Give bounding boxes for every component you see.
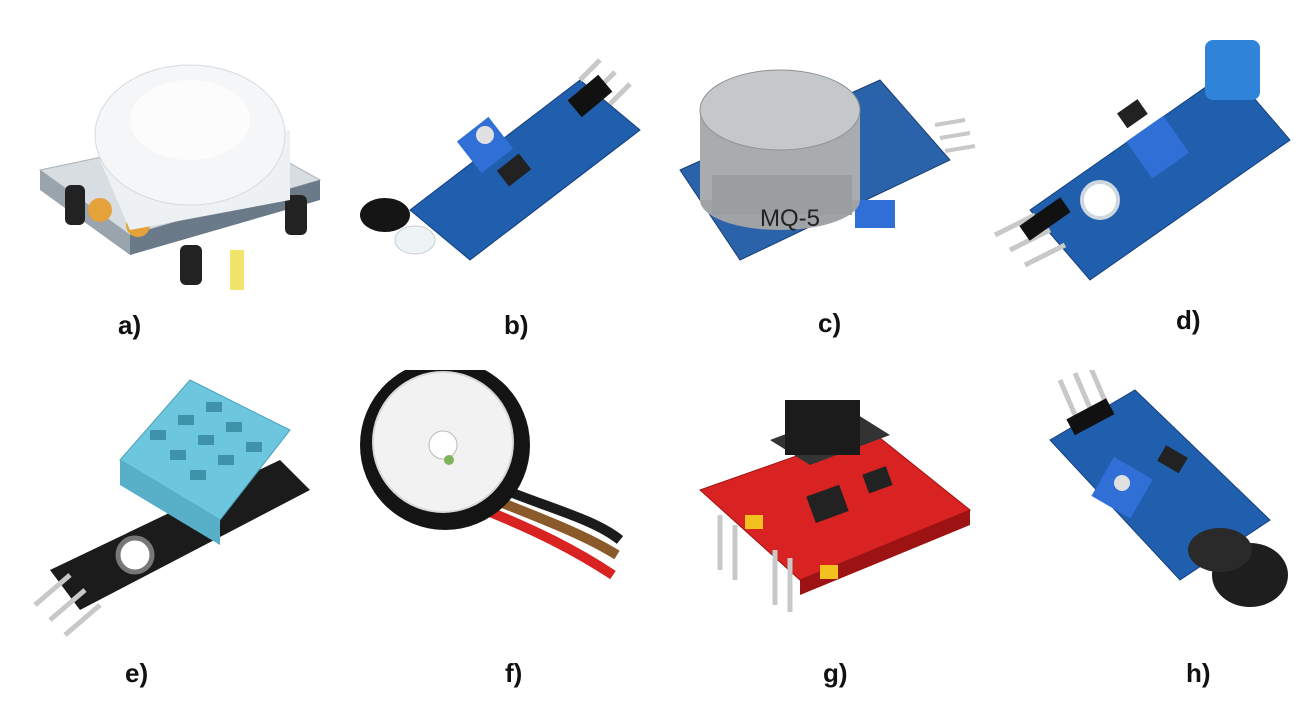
panel-a: a) bbox=[20, 20, 322, 360]
panel-h: h) bbox=[1040, 370, 1315, 710]
flame-sensor-image bbox=[360, 58, 641, 261]
panel-label-h: h) bbox=[1186, 658, 1211, 688]
mq5-sensor-image: MQ-5 bbox=[679, 69, 976, 261]
pir-sensor-image bbox=[38, 64, 322, 290]
vibration-sensor-image bbox=[993, 40, 1291, 281]
panel-label-a: a) bbox=[118, 310, 142, 340]
panel-label-d: d) bbox=[1176, 305, 1201, 335]
panel-label-g: g) bbox=[823, 658, 848, 688]
panel-label-c: c) bbox=[818, 308, 842, 338]
muscle-sensor-image bbox=[699, 400, 971, 612]
mq5-marking: MQ-5 bbox=[760, 205, 820, 232]
panel-c: MQ-5 c) bbox=[670, 50, 976, 390]
pulse-sensor-image bbox=[360, 370, 624, 580]
dht11-sensor-image bbox=[33, 379, 310, 637]
panel-label-f: f) bbox=[505, 658, 523, 688]
panel-label-e: e) bbox=[125, 658, 149, 688]
panel-e: e) bbox=[30, 370, 330, 710]
sound-sensor-image bbox=[1049, 370, 1288, 607]
panel-f: f) bbox=[355, 370, 655, 710]
panel-g: g) bbox=[690, 380, 990, 720]
panel-d: d) bbox=[990, 30, 1291, 370]
panel-label-b: b) bbox=[504, 310, 529, 340]
panel-b: b) bbox=[350, 40, 650, 380]
